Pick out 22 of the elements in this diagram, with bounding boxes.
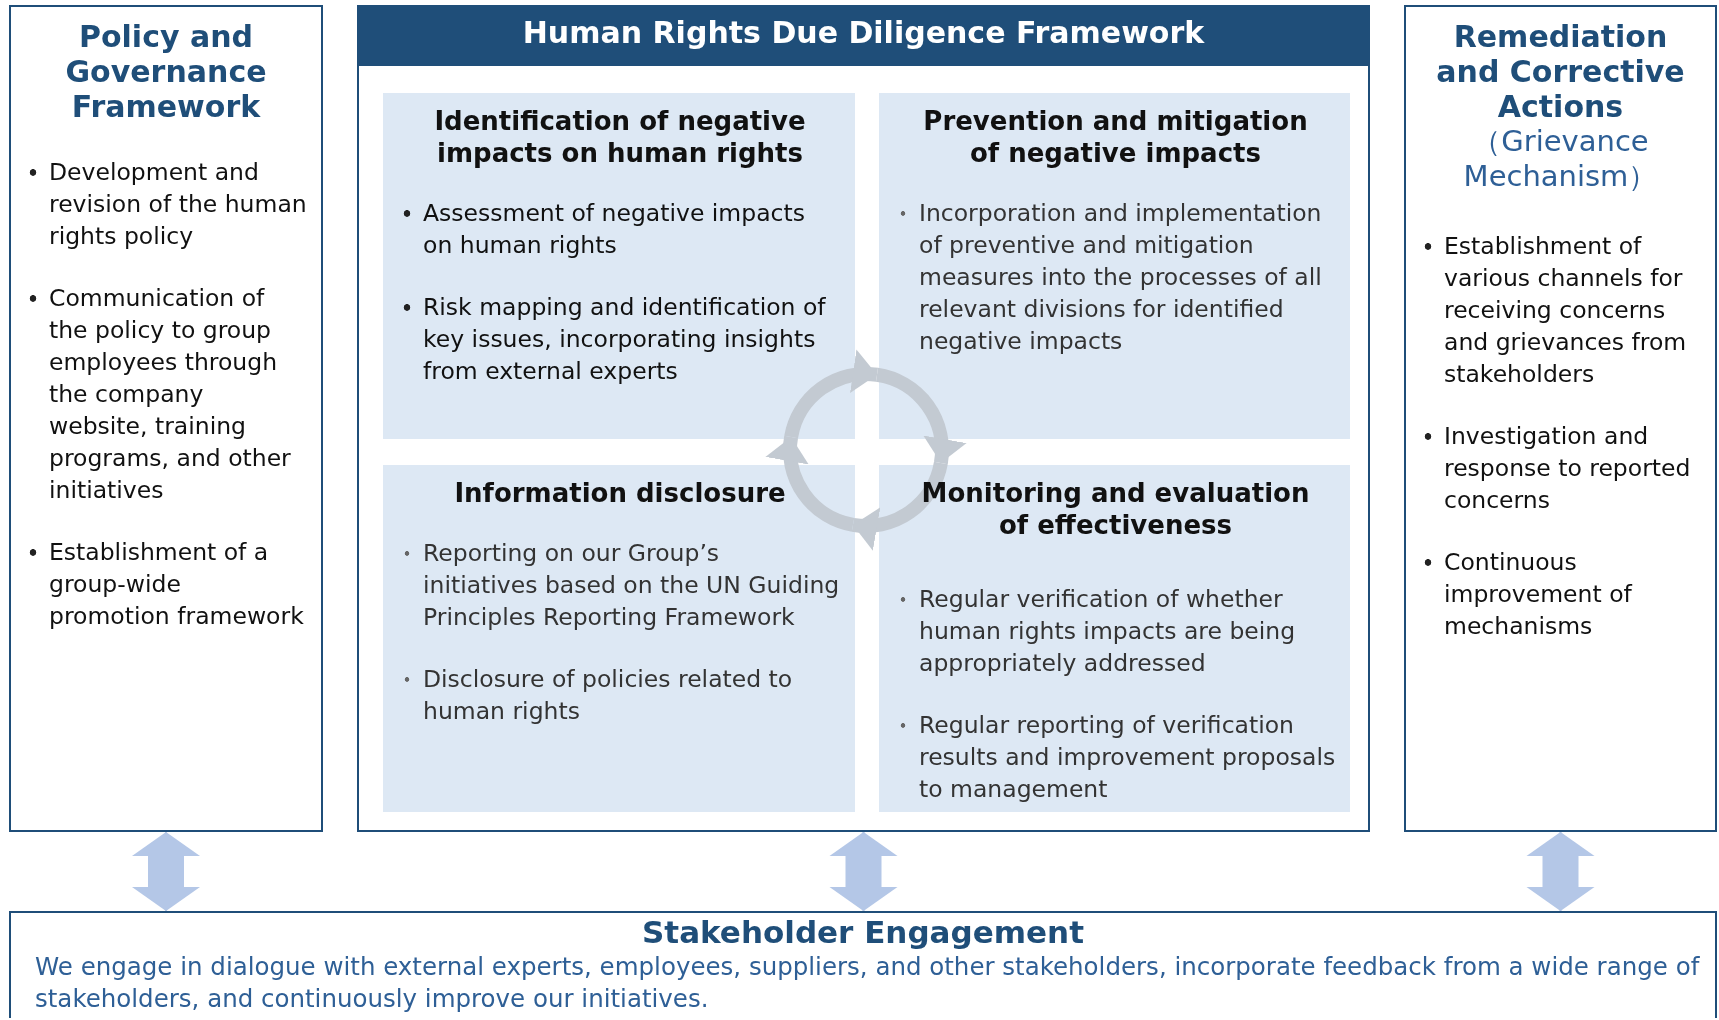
cycle-arrow bbox=[766, 436, 855, 532]
body-text: We engage in dialogue with external experts, employees, suppliers, and other stakeholders, incorporate feedback from a wide range of stakeholders, and continuously improve our initiatives. bbox=[34, 951, 1701, 1015]
cycle-arrow bbox=[852, 461, 948, 550]
side-panel bbox=[1404, 5, 1717, 832]
quadrant-heading: Monitoring and evaluation of effectiveness bbox=[920, 477, 1311, 541]
cycle-arrow bbox=[875, 367, 966, 464]
panel-subheading: （Grievance Mechanism） bbox=[1462, 124, 1659, 194]
quadrant-heading: Identification of negative impacts on human rights bbox=[433, 105, 807, 169]
quadrant-box bbox=[879, 93, 1350, 439]
quadrant-heading: Prevention and mitigation of negative impacts bbox=[922, 105, 1309, 169]
side-panel bbox=[9, 5, 323, 832]
framework-header: Human Rights Due Diligence Framework bbox=[359, 7, 1368, 66]
quadrant-box bbox=[383, 93, 855, 439]
cycle-arrow bbox=[784, 350, 878, 439]
framework-panel bbox=[357, 5, 1370, 832]
quadrant-heading: Information disclosure bbox=[453, 477, 787, 509]
engagement-panel bbox=[9, 911, 1717, 1018]
quadrant-box bbox=[383, 465, 855, 812]
panel-heading: Stakeholder Engagement bbox=[641, 913, 1085, 951]
panel-heading: Policy and Governance Framework bbox=[64, 19, 268, 124]
panel-heading: Remediation and Corrective Actions bbox=[1435, 19, 1686, 124]
quadrant-box bbox=[879, 465, 1350, 812]
